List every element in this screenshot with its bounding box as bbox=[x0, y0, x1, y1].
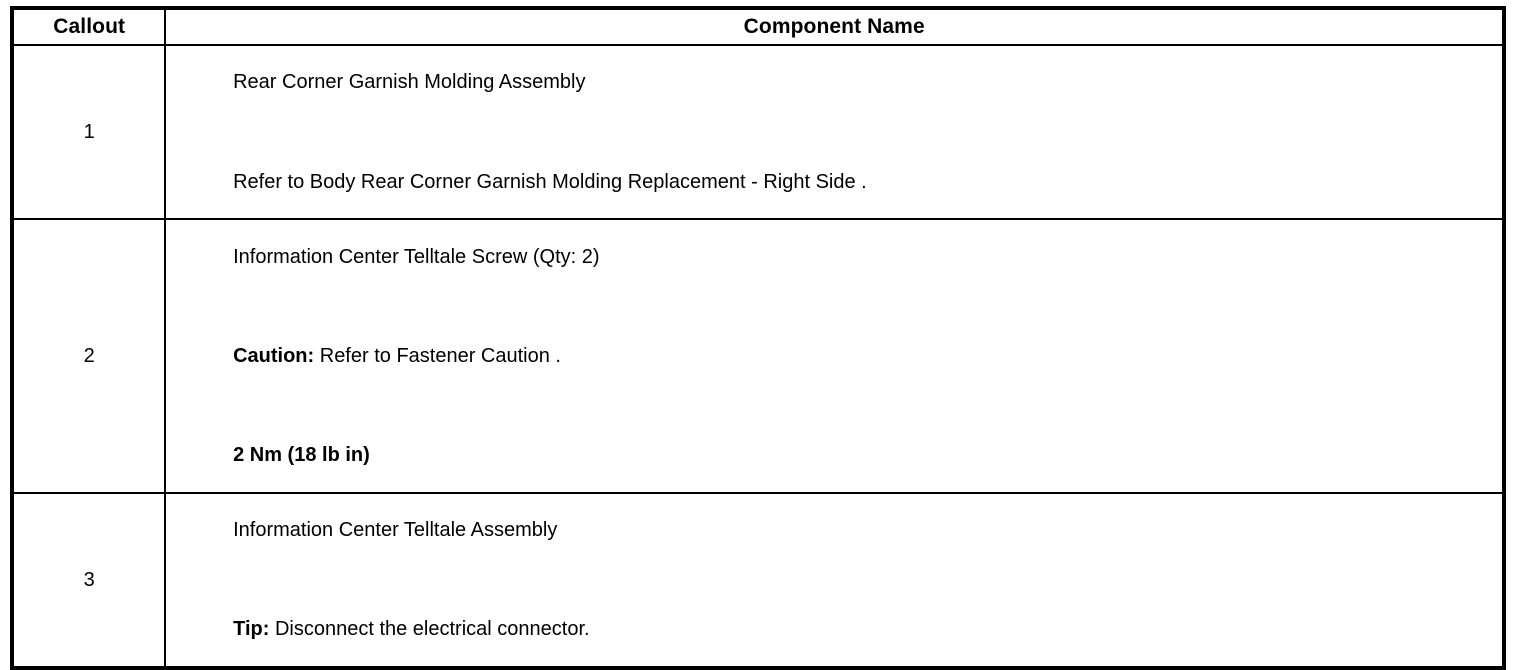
description-text: Refer to Body Rear Corner Garnish Moldin… bbox=[233, 170, 867, 193]
description-text: Information Center Telltale Assembly bbox=[233, 519, 558, 542]
description-text: Information Center Telltale Screw (Qty: … bbox=[233, 245, 600, 268]
description-line: Rear Corner Garnish Molding Assembly bbox=[166, 46, 1502, 119]
caution-note: Caution: Refer to Fastener Caution . bbox=[166, 320, 1502, 393]
table-row: 2 Information Center Telltale Screw (Qty… bbox=[10, 218, 1505, 494]
table-row: 1 Rear Corner Garnish Molding Assembly R… bbox=[10, 43, 1505, 221]
table-body: 1 Rear Corner Garnish Molding Assembly R… bbox=[10, 43, 1505, 670]
tip-note: Tip: Disconnect the electrical connector… bbox=[166, 593, 1502, 666]
component-description: Information Center Telltale Screw (Qty: … bbox=[164, 218, 1505, 494]
table-header: Callout Component Name bbox=[10, 7, 1505, 46]
callout-number: 2 bbox=[10, 218, 167, 494]
caution-text: Refer to Fastener Caution . bbox=[314, 344, 561, 367]
torque-specification: 2 Nm (18 lb in) bbox=[166, 419, 1502, 492]
description-text: Rear Corner Garnish Molding Assembly bbox=[233, 71, 586, 94]
component-description: Rear Corner Garnish Molding Assembly Ref… bbox=[164, 43, 1505, 221]
table-row: 3 Information Center Telltale Assembly T… bbox=[10, 491, 1505, 670]
description-line-reference: Refer to Body Rear Corner Garnish Moldin… bbox=[166, 145, 1502, 218]
column-header-callout: Callout bbox=[10, 7, 167, 46]
column-header-component-name: Component Name bbox=[164, 7, 1505, 46]
caution-label: Caution: bbox=[233, 344, 315, 367]
tip-text: Disconnect the electrical connector. bbox=[269, 618, 590, 641]
component-callout-table: Callout Component Name 1 Rear Corner Gar… bbox=[10, 6, 1506, 670]
tip-label: Tip: bbox=[233, 618, 270, 641]
callout-number: 1 bbox=[10, 43, 167, 221]
callout-number: 3 bbox=[10, 491, 167, 670]
description-line: Information Center Telltale Assembly bbox=[166, 494, 1502, 567]
description-line: Information Center Telltale Screw (Qty: … bbox=[166, 220, 1502, 293]
page-root: Callout Component Name 1 Rear Corner Gar… bbox=[10, 6, 1506, 670]
torque-value: 2 Nm (18 lb in) bbox=[233, 444, 370, 467]
component-description: Information Center Telltale Assembly Tip… bbox=[164, 491, 1505, 670]
table-header-row: Callout Component Name bbox=[10, 7, 1505, 46]
